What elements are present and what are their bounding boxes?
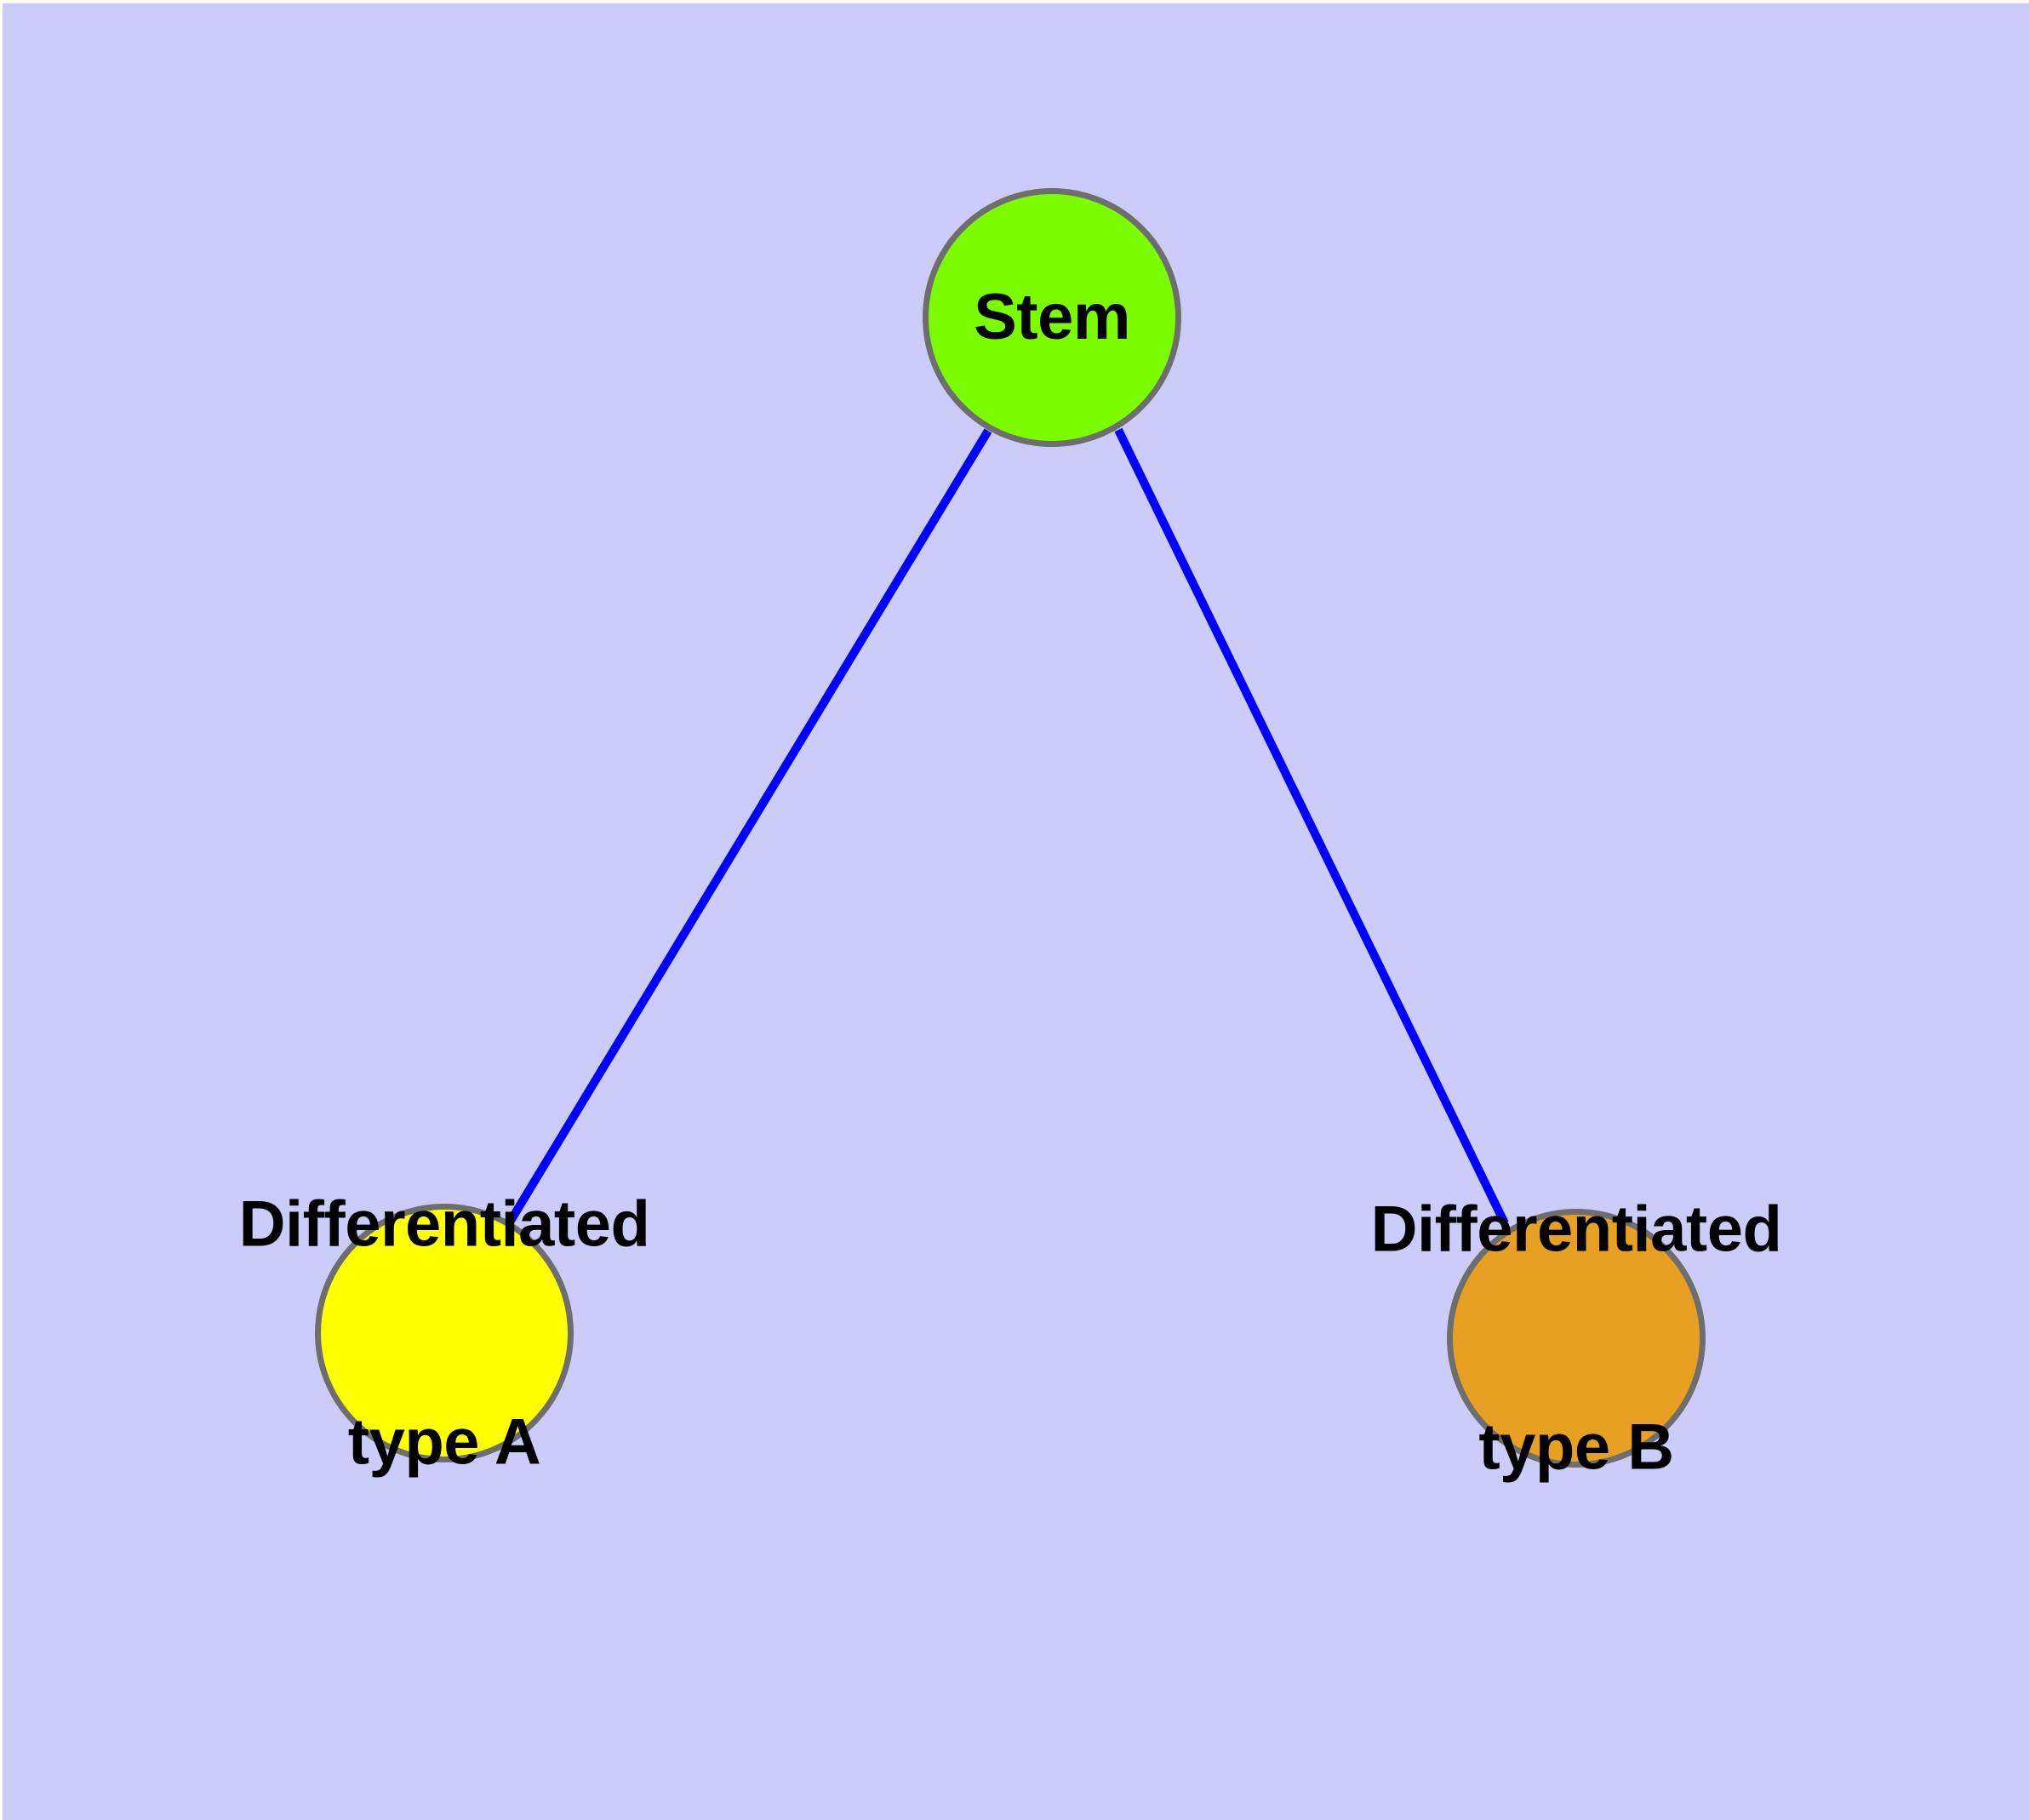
edge-stem-to-type-b <box>1114 427 1509 1226</box>
node-differentiated-type-b[interactable] <box>1447 1209 1706 1468</box>
edge-stem-to-type-a <box>506 428 992 1223</box>
node-layer <box>315 188 1706 1468</box>
edge-layer <box>506 427 1509 1226</box>
node-differentiated-type-a[interactable] <box>315 1204 574 1462</box>
node-stem[interactable] <box>923 188 1181 447</box>
